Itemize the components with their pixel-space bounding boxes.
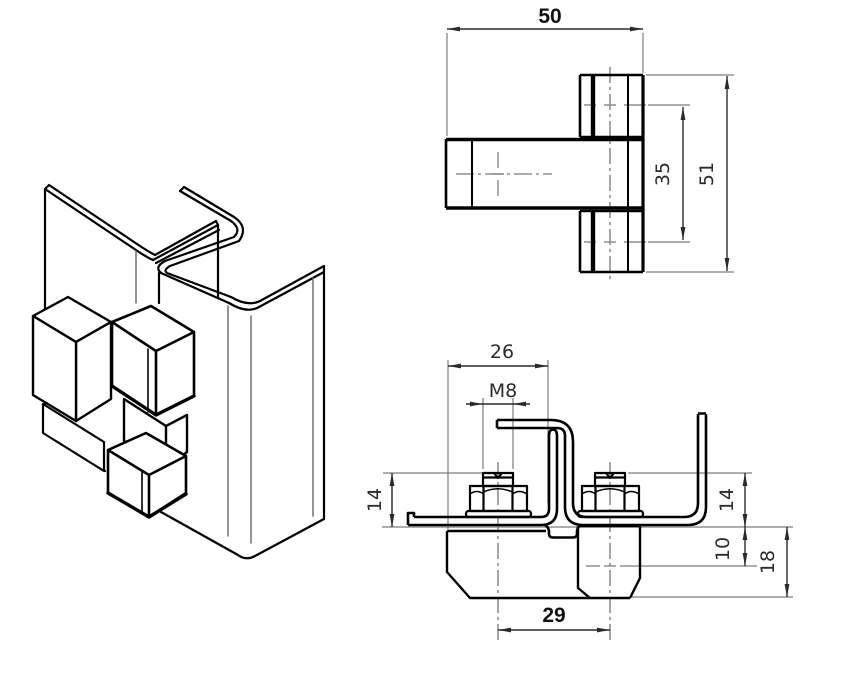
dim-right-height-label: 14 (716, 488, 738, 512)
front-outline-main (444, 73, 643, 274)
front-dimension-lines (447, 28, 728, 271)
section-fasteners (464, 471, 645, 519)
iso-leaf2-outline (157, 185, 326, 560)
dim-thread-label: M8 (489, 380, 517, 402)
iso-leaf2-creases (227, 277, 314, 544)
dim-depth-label: 18 (757, 550, 779, 574)
section-profile-blocks (445, 524, 642, 600)
section-dimension-lines (391, 365, 788, 631)
dim-height-label: 51 (696, 162, 718, 186)
plate-a-outline (495, 412, 708, 527)
section-plates (406, 412, 708, 539)
plate-b-outline (406, 428, 559, 527)
dim-left-height-label: 14 (364, 488, 386, 512)
dim-pitch-label: 35 (652, 162, 674, 186)
dim-spacing-label: 29 (542, 604, 565, 627)
left-profile-block (445, 529, 630, 600)
right-hex-arcs (581, 488, 640, 495)
right-washer (576, 509, 645, 519)
front-extension-lines (446, 33, 734, 273)
iso-bottom-knuckle-band (106, 491, 188, 519)
left-washer (464, 509, 533, 519)
isometric-view (31, 183, 326, 560)
dim-offset-label: 26 (490, 341, 514, 363)
section-bolt-centerlines (497, 462, 611, 643)
left-hex-arcs (469, 488, 528, 495)
dim-width-label: 50 (538, 5, 561, 28)
front-inner-lines (471, 75, 629, 272)
front-view: 50 35 51 (444, 5, 734, 279)
section-view: 26 M8 14 14 10 18 29 (364, 341, 793, 643)
front-outline-thick (446, 137, 643, 210)
iso-lower-slab (41, 402, 106, 473)
iso-big-block-left-face (31, 314, 78, 423)
front-dimension-arrows (447, 26, 730, 271)
dim-inset-label: 10 (712, 537, 734, 561)
iso-top-knuckle-band (110, 384, 196, 417)
right-nut-block (576, 524, 642, 599)
